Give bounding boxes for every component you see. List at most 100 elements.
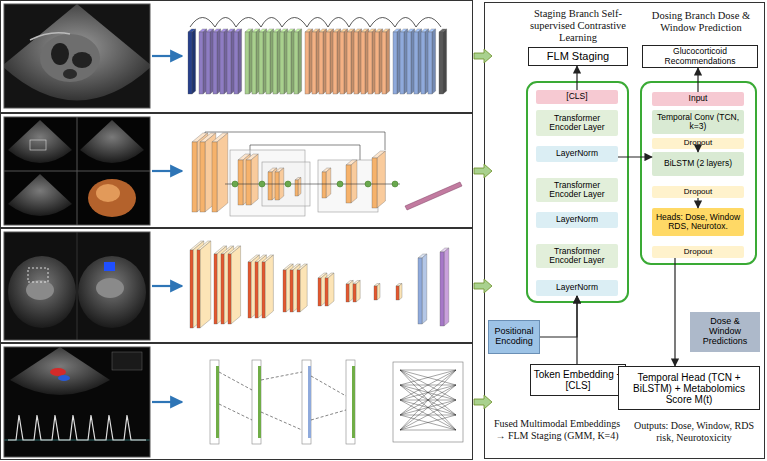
layer-slab-front: [407, 32, 411, 94]
layer-slab-front: [382, 32, 386, 94]
skip-line: [205, 132, 385, 150]
layer-slab-front: [312, 32, 316, 94]
box-label: Dropout: [684, 248, 712, 257]
unet-network: [192, 132, 462, 216]
layer-slab-front: [206, 32, 210, 94]
junction-dot: [337, 181, 343, 187]
image-frame: [4, 4, 150, 108]
layer-slab-front: [259, 32, 263, 94]
layer-stripe: [216, 366, 219, 438]
box-label: Positional Encoding: [491, 327, 537, 347]
layer-slab-front: [322, 172, 326, 198]
dense-link: [400, 370, 456, 430]
layer-slab-front: [400, 32, 404, 94]
row-frame: [1, 114, 473, 228]
layer-slab-side: [200, 241, 211, 328]
layer-slab-front: [228, 254, 231, 324]
box-label: Dose & Window Predictions: [693, 317, 757, 347]
dense-link: [400, 385, 456, 430]
dense-link: [400, 415, 456, 430]
layer-slab-front: [414, 32, 418, 94]
connector-arrow: [697, 149, 698, 152]
dropout-box: Dropout: [652, 138, 744, 149]
layer-slab-side: [328, 273, 334, 306]
layer-slab-side: [243, 154, 250, 205]
layer-slab-front: [325, 278, 328, 306]
layer-box: Transformer Encoder Layer: [536, 110, 618, 136]
layer-stripe: [352, 366, 355, 438]
layer-slab-front: [283, 270, 286, 312]
flow-line: [225, 184, 400, 185]
dense-link: [400, 370, 456, 430]
layer-slab-front: [262, 262, 265, 318]
layer-slab-side: [192, 29, 196, 94]
layer-slab-front: [333, 32, 337, 94]
dense-link: [400, 370, 456, 400]
layer-slab-side: [300, 264, 307, 312]
connector-arrow: [697, 68, 698, 92]
connector-arrow: [697, 198, 698, 208]
layer-slab-side: [321, 273, 327, 306]
layer-slab-front: [305, 32, 309, 94]
layer-slab-front: [234, 32, 238, 94]
junction-dot: [259, 181, 265, 187]
layer-slab-front: [396, 286, 399, 300]
text-label: Outputs: Dose, Window, RDS risk, Neuroto…: [624, 420, 764, 443]
panel-frame: [485, 3, 765, 459]
layer-box: Temporal Conv (TCN, k=3): [652, 110, 744, 134]
input-box: Token Embedding + [CLS]: [530, 364, 626, 396]
flow-arrow: [152, 170, 182, 172]
layer-slab-side: [386, 29, 390, 94]
layer-slab-side: [251, 255, 259, 318]
norm-box: LayerNorm: [536, 146, 618, 162]
layer-slab-front: [428, 32, 432, 94]
box-label: Glucocorticoid Recommendations: [645, 47, 755, 66]
layer-slab-front: [361, 32, 365, 94]
connector-arrow: [576, 66, 577, 90]
layer-slab-side: [377, 151, 385, 208]
box-label: LayerNorm: [556, 215, 598, 224]
image-frame: [4, 347, 150, 457]
layer-slab-side: [238, 29, 242, 94]
dense-link: [400, 370, 456, 400]
dense-link: [400, 385, 456, 430]
layer-box: Transformer Encoder Layer: [536, 178, 618, 202]
layer-slab-side: [356, 281, 360, 303]
layer-slab-side: [298, 178, 301, 197]
layer-slab-side: [432, 29, 436, 94]
layer-box: Transformer Encoder Layer: [536, 244, 618, 268]
text-label: Dosing Branch Dose & Window Prediction: [640, 10, 762, 34]
row-frame: [1, 1, 473, 113]
layer-slab-front: [200, 142, 205, 212]
layer-slab-front: [326, 32, 330, 94]
layer-slab-front: [221, 254, 224, 324]
box-label: Transformer Encoder Layer: [539, 181, 615, 200]
ultrasound-image: [4, 117, 150, 225]
dropout-box: Dropout: [652, 186, 744, 198]
output-box: FLM Staging: [528, 47, 628, 66]
row-frame: [1, 344, 473, 460]
layer-slab-side: [351, 160, 357, 203]
layer-slab-front: [347, 32, 351, 94]
layer-slab-side: [422, 254, 427, 324]
layer-slab-side: [399, 284, 402, 301]
layer-slab-front: [238, 160, 243, 205]
text-label: Staging Branch Self-supervised Contrasti…: [522, 8, 634, 44]
layer-slab-side: [377, 284, 380, 301]
ultrasound-image: [4, 232, 150, 340]
layer-slab-front: [245, 32, 249, 94]
layer-slab-front: [295, 180, 298, 196]
skip-connection: [416, 18, 441, 28]
layer-slab-front: [192, 142, 197, 212]
network-illustrations: [188, 18, 463, 445]
block-arrow: [474, 164, 492, 178]
box-label: LayerNorm: [556, 149, 598, 158]
layer-slab-front: [372, 158, 377, 208]
box-label: Heads: Dose, Window RDS, Neurotox.: [655, 213, 741, 232]
connector-arrow: [576, 296, 577, 364]
dashed-link: [219, 404, 252, 420]
layer-slab-front: [212, 142, 217, 212]
layer-slab-front: [287, 32, 291, 94]
layer-slab-side: [298, 29, 302, 94]
layer-slab: [210, 360, 219, 444]
